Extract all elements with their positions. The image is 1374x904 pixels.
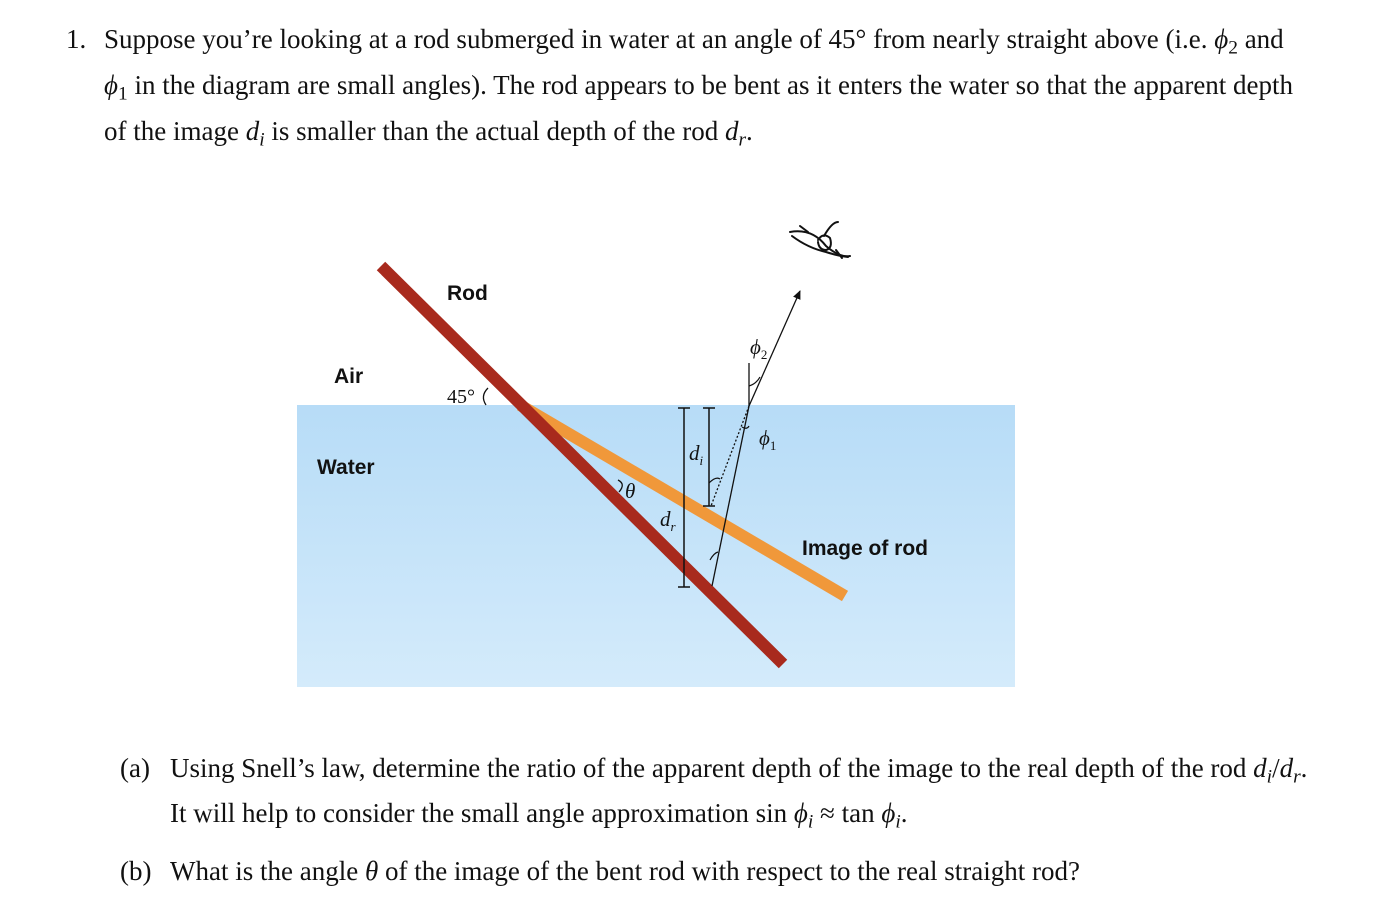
subscript-1: 1 [117,83,128,105]
subscript-i: i [807,811,814,833]
phi-symbol: ϕ [881,798,896,829]
question-end: . [746,115,753,146]
subscript-r: r [1293,766,1301,788]
d-i-label: di [689,441,704,468]
phi1-arc [741,425,750,429]
angle-45-label: 45° [447,386,475,408]
phi-symbol: ϕ [793,798,808,829]
image-of-rod-label: Image of rod [802,537,928,560]
rod-label: Rod [447,282,488,305]
air-label: Air [334,365,363,388]
phi1-label: ϕ1 [759,426,776,453]
eye-icon [789,221,851,259]
question-number: 1. [66,24,87,54]
question-text: 1. Suppose you’re looking at a rod subme… [66,21,1304,159]
phi2-label: ϕ2 [750,335,767,362]
question-seg3: in the diagram are small angles). The ro… [104,69,1294,146]
angle-45-arc [482,387,489,406]
slash: / [1272,753,1280,783]
theta-arc [617,479,623,493]
part-b-label: (b) [120,855,152,886]
theta-label: θ [625,479,635,503]
theta-symbol: θ [364,855,379,886]
part-a-label: (a) [120,753,150,783]
subscript-r: r [738,129,747,151]
subscript-i: i [1266,766,1273,788]
ray-in-air [748,290,801,407]
question-parts: (a) Using Snell’s law, determine the rat… [120,750,1320,901]
dr-arc [709,551,719,561]
water-label: Water [317,456,375,479]
phi-symbol: ϕ [1214,24,1229,54]
di-arc [708,477,721,484]
d-i-bracket [703,407,715,507]
approx-tan: ≈ tan [813,798,882,829]
phi2-arc [748,376,761,387]
question-seg2: and [1237,24,1284,54]
subscript-2: 2 [1228,37,1238,59]
rod [376,261,788,669]
phi-symbol: ϕ [104,69,118,100]
d-r-bracket [678,407,690,588]
part-b-seg1: What is the angle [170,855,365,886]
part-a-seg2: . It will help to consider the small ang… [170,753,1308,829]
subscript-i: i [895,811,901,833]
part-a: (a) Using Snell’s law, determine the rat… [120,750,1320,841]
d-symbol: d [724,115,739,146]
question-seg4: is smaller than the actual depth of the … [264,115,725,146]
part-a-seg1: Using Snell’s law, determine the ratio o… [170,753,1254,783]
image-of-rod [516,399,849,602]
d-symbol: d [1279,753,1294,783]
subscript-i: i [259,129,265,151]
part-b: (b) What is the angle θ of the image of … [120,853,1320,889]
question-seg1: Suppose you’re looking at a rod submerge… [104,24,1215,54]
d-symbol: d [245,115,260,146]
part-b-seg2: of the image of the bent rod with respec… [378,855,1080,886]
apparent-ray [710,405,750,507]
d-r-label: dr [660,507,677,534]
period: . [900,798,908,829]
ray-in-water [711,405,750,587]
d-symbol: d [1253,753,1267,783]
